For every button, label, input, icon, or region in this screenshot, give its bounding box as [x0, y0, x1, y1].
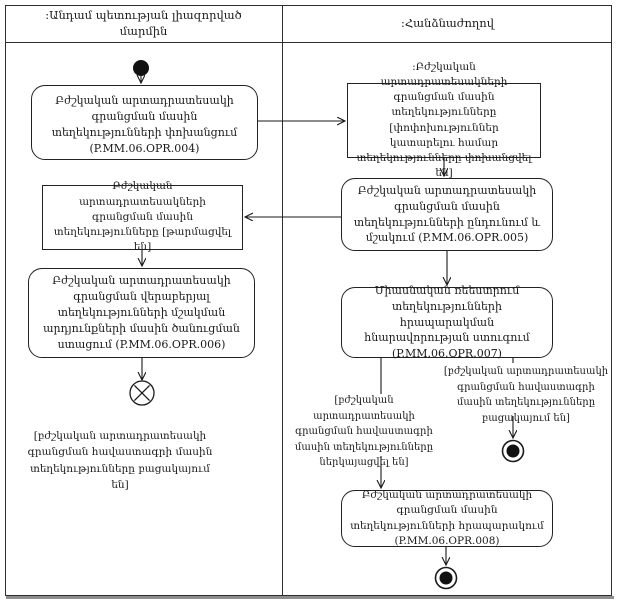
guard-certificate-missing-right: [բժշկական արտադրատեսակի գրանցման հավաստա…: [443, 366, 609, 424]
swimlane-divider: [282, 5, 283, 596]
swimlane-header-commission: :Հանձնաժողով: [283, 5, 612, 42]
activity-final-node-icon: [501, 439, 525, 463]
diagram-border: [5, 5, 612, 596]
swimlane-header-authorized-body: :Անդամ պետության լիազորված մարմին: [5, 5, 282, 42]
object-node-info-transferred: :Բժշկական արտադրատեսակների գրանցման մասի…: [347, 61, 541, 179]
swimlane-title: :Հանձնաժողով: [400, 15, 495, 30]
diagram-shadow: [6, 596, 614, 599]
activity-opr004: Բժշկական արտադրատեսակի գրանցման մասին տե…: [31, 85, 258, 160]
object-node-info-updated: Բժշկական արտադրատեսակների գրանցման մասին…: [42, 180, 243, 253]
activity-opr006: Բժշկական արտադրատեսակի գրանցման վերաբերյ…: [28, 268, 255, 358]
activity-opr005: Բժշկական արտադրատեսակի գրանցման մասին տե…: [341, 178, 553, 251]
guard-certificate-submitted: [բժշկական արտադրատեսակի գրանցման հավաստա…: [294, 395, 434, 468]
initial-node-icon: [133, 60, 149, 76]
swimlane-header-separator: [5, 42, 612, 43]
swimlane-title: :Անդամ պետության լիազորված մարմին: [45, 7, 242, 38]
activity-opr008: Բժշկական արտադրատեսակի գրանցման մասին տե…: [341, 489, 553, 547]
activity-opr007: Միասնական ռեեստրում տեղեկությունների հրա…: [341, 284, 553, 360]
guard-certificate-missing-left: [բժշկական արտադրատեսակի գրանցման հավաստա…: [27, 430, 213, 491]
flow-final-node-icon: [129, 380, 155, 406]
flow-arrows: [141, 76, 513, 565]
activity-final-node-icon: [434, 566, 458, 590]
